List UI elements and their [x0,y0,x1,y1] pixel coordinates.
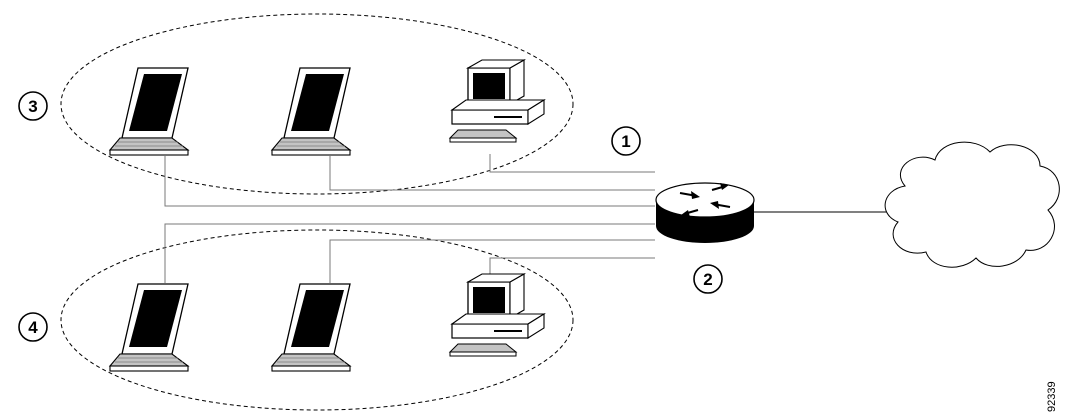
callout-1: 1 [611,126,641,156]
cable-top-desktop [489,154,655,173]
desktop-computer-icon [449,273,545,357]
laptop-icon [271,67,351,156]
callout-2: 2 [693,264,723,294]
callout-3-label: 3 [28,97,37,116]
callout-4-label: 4 [28,318,38,337]
router-icon [655,182,755,243]
callout-2-label: 2 [703,270,712,289]
cloud-icon [884,141,1060,268]
cable-top-laptop-1 [164,156,655,207]
laptop-icon [109,67,189,156]
callout-4: 4 [18,312,48,342]
cables [164,154,890,283]
client-group-top-boundary [60,13,574,195]
cable-top-laptop-2 [329,156,655,191]
cable-bottom-laptop-2 [329,239,655,283]
desktop-computer-icon [449,59,545,143]
callout-3: 3 [18,91,48,121]
cable-bottom-laptop-1 [164,223,655,283]
callout-1-label: 1 [621,132,630,151]
figure-id: 92339 [1046,381,1058,412]
laptop-icon [109,283,189,372]
client-group-bottom-boundary [60,229,574,411]
laptop-icon [271,283,351,372]
